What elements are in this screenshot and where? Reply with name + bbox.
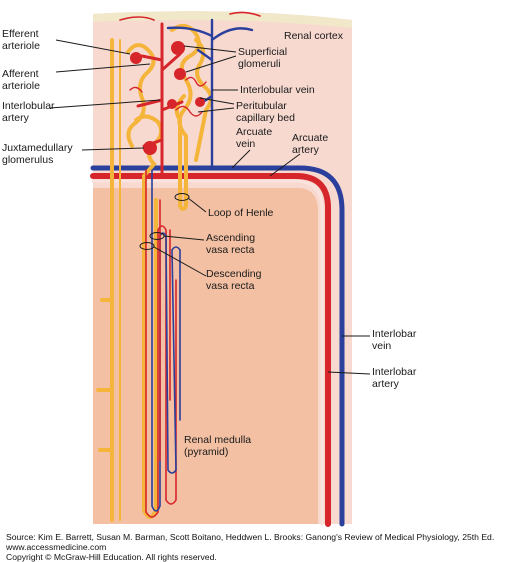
superficial-glomerulus-2 <box>171 41 185 55</box>
label-interlobar-vein: Interlobar vein <box>372 328 417 352</box>
nephron-2 <box>170 23 201 202</box>
leader-superficial-1 <box>183 45 237 53</box>
label-afferent-arteriole: Afferent arteriole <box>2 68 40 92</box>
leader-arcuate-artery <box>269 153 301 177</box>
interlobular-vein <box>166 18 254 170</box>
vasa-recta <box>145 169 181 518</box>
label-loop-of-henle: Loop of Henle <box>208 207 274 219</box>
label-interlobar-artery: Interlobar artery <box>372 366 417 390</box>
glomerulus-4 <box>167 99 177 109</box>
leader-peritubular-1 <box>199 97 235 105</box>
peritubular-capillaries <box>129 76 207 117</box>
label-descending-vasa-recta: Descending vasa recta <box>206 268 262 292</box>
label-renal-medulla: Renal medulla (pyramid) <box>184 434 252 458</box>
leader-peritubular-2 <box>197 107 235 113</box>
descending-vasa-recta <box>145 169 177 518</box>
leader-interlobular-artery <box>49 99 161 109</box>
leader-lines <box>49 39 371 375</box>
arcuate-artery <box>90 173 331 527</box>
vasa-recta-extra <box>159 199 171 461</box>
leader-ascending-vasa-recta <box>163 235 205 241</box>
leader-loop-of-henle <box>187 197 207 213</box>
descending-vasa-recta-ring <box>139 242 155 250</box>
surface-vessels <box>119 11 261 21</box>
label-interlobular-vein: Interlobular vein <box>240 84 315 96</box>
tubules <box>96 23 213 522</box>
label-superficial-glomeruli: Superficial glomeruli <box>238 46 288 70</box>
source-website: www.accessmedicine.com <box>6 542 107 552</box>
leader-afferent-arteriole <box>55 63 151 73</box>
arcuate-pale-band <box>91 179 324 526</box>
arcuate-vessels <box>90 165 345 527</box>
source-copyright: Copyright © McGraw-Hill Education. All r… <box>6 552 217 562</box>
glomeruli <box>130 41 205 155</box>
capsule-rim <box>93 11 352 29</box>
label-juxtamedullary-glomerulus: Juxtamedullary glomerulus <box>2 142 73 166</box>
nephron-4 <box>194 38 213 162</box>
label-efferent-arteriole: Efferent arteriole <box>2 28 40 52</box>
label-arcuate-vein: Arcuate vein <box>236 126 273 150</box>
arcuate-vein <box>90 165 345 527</box>
loop-of-henle-tubule <box>178 198 188 211</box>
renal-medulla-region <box>93 188 318 524</box>
label-ascending-vasa-recta: Ascending vasa recta <box>206 232 256 256</box>
superficial-glomerulus-1 <box>130 52 142 64</box>
leader-interlobar-artery <box>327 371 371 375</box>
superficial-glomerulus-3 <box>174 68 186 80</box>
source-citation: Source: Kim E. Barrett, Susan M. Barman,… <box>6 532 495 542</box>
label-interlobular-artery: Interlobular artery <box>2 100 55 124</box>
juxtamedullary-glomerulus <box>143 141 157 155</box>
leader-superficial-2 <box>185 55 237 73</box>
ascending-vasa-recta <box>151 169 181 512</box>
label-arcuate-artery: Arcuate artery <box>292 132 329 156</box>
leader-arcuate-vein <box>231 149 251 169</box>
label-renal-cortex: Renal cortex <box>284 30 343 42</box>
tubule-branch <box>96 298 114 452</box>
leader-juxtamedullary <box>81 147 145 151</box>
leader-descending-vasa-recta <box>153 246 207 277</box>
label-peritubular-capillary-bed: Peritubular capillary bed <box>236 100 295 124</box>
glomerulus-6 <box>195 97 205 107</box>
nephron-1 <box>126 43 156 148</box>
leader-efferent-arteriole <box>55 39 131 55</box>
loop-of-henle-ring <box>174 193 190 201</box>
